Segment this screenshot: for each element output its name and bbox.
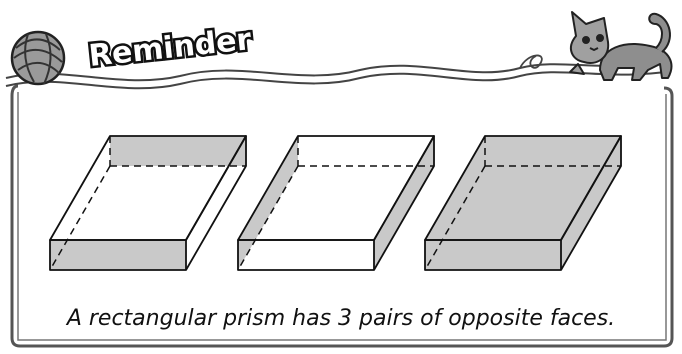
panel-frame <box>5 54 674 348</box>
hidden-edge <box>237 165 299 271</box>
caption: A rectangular prism has 3 pairs of oppos… <box>65 306 615 331</box>
cat-icon <box>569 11 673 81</box>
yarn-ball-icon <box>10 30 66 86</box>
hidden-edge <box>424 165 486 271</box>
right-face-outline <box>185 135 247 271</box>
right-face-outline <box>373 135 435 271</box>
shaded-front-face <box>50 240 186 270</box>
prism-left-right-shaded <box>237 135 435 271</box>
shaded-left-face <box>238 136 298 270</box>
shaded-right-face <box>374 136 434 270</box>
front-face-outline <box>237 239 375 271</box>
hidden-edge <box>49 165 111 271</box>
shaded-front-strip <box>425 240 561 270</box>
page-title: Reminder <box>87 22 253 74</box>
right-face-outline <box>560 135 622 271</box>
prism-front-back-shaded <box>424 135 622 271</box>
shaded-right-strip <box>561 136 621 270</box>
prism-figures <box>49 135 622 271</box>
shaded-back-face <box>110 136 246 166</box>
prism-top-bottom-shaded <box>49 135 247 271</box>
